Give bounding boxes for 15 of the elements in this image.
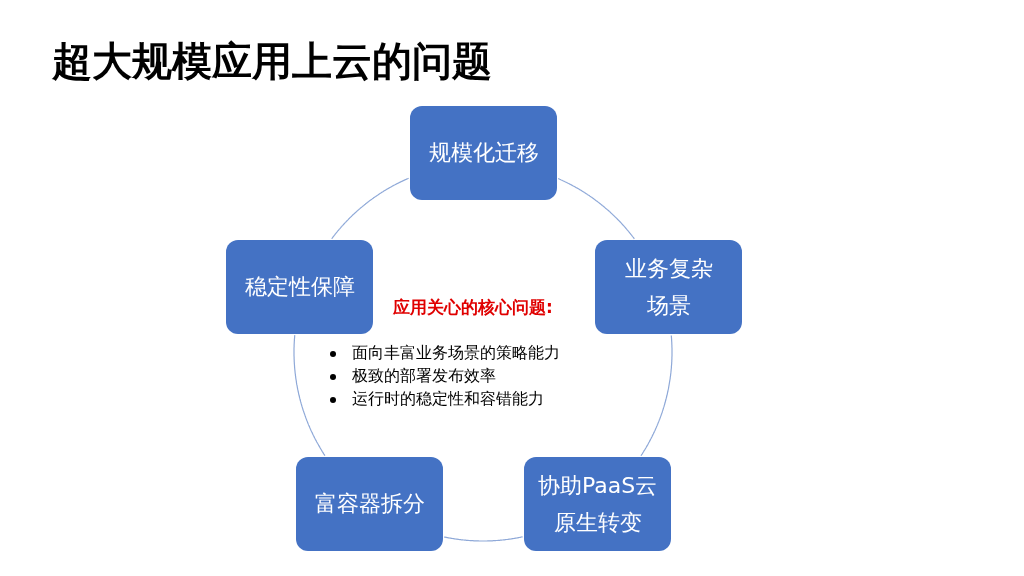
connector-arc [443,536,524,542]
topic-box: 富容器拆分 [296,457,443,551]
topic-box: 业务复杂场景 [595,240,742,334]
bullet-item: 极致的部署发布效率 [352,366,496,387]
connector-arc [293,334,326,457]
key-questions-heading: 应用关心的核心问题: [393,296,553,319]
bullet-item: 运行时的稳定性和容错能力 [352,389,544,410]
connector-arc [557,178,635,240]
bullet-item: 面向丰富业务场景的策略能力 [352,343,560,364]
topic-box: 协助PaaS云原生转变 [524,457,671,551]
slide-title: 超大规模应用上云的问题 [52,37,492,86]
topic-box: 规模化迁移 [410,106,557,200]
connector-arc [640,334,673,457]
connector-arc [331,177,410,240]
topic-box: 稳定性保障 [226,240,373,334]
